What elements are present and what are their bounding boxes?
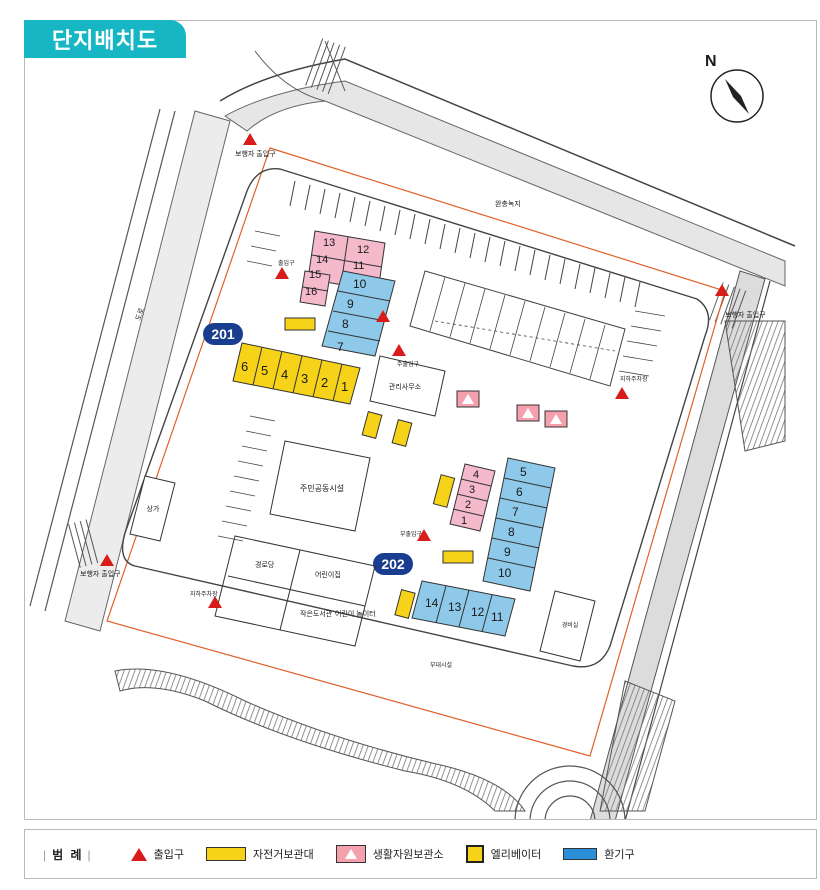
badge-201: 201: [203, 323, 243, 345]
svg-text:어린이 놀이터: 어린이 놀이터: [335, 609, 376, 618]
parking-top: [289, 180, 641, 308]
unit-201-y5: 5: [261, 363, 268, 378]
unit-202-p2: 2: [465, 499, 471, 511]
guard-house: 경비실: [539, 590, 596, 662]
label-entrance-left-top: 보행자 출입구: [235, 149, 276, 158]
bicycle-rack-icon: [206, 847, 247, 861]
building-201: 13 12 14 11 15 16 10 9 8 7 6 5 4 3: [232, 230, 396, 405]
label-underground-parking-right: 지하주차장: [620, 375, 648, 383]
svg-text:주민공동시설: 주민공동시설: [300, 483, 344, 493]
vent-icon: [563, 848, 598, 860]
unit-201-y3: 3: [301, 371, 308, 386]
site-map: 13 12 14 11 15 16 10 9 8 7 6 5 4 3: [29, 37, 796, 819]
label-entrance-right: 보행자 출입구: [725, 310, 766, 319]
entrance-markers: [100, 133, 729, 608]
svg-text:경비실: 경비실: [562, 621, 579, 629]
unit-202-12: 12: [471, 605, 485, 619]
map-title: 단지배치도: [24, 20, 186, 58]
unit-201-9: 9: [347, 297, 354, 311]
unit-202-13: 13: [448, 600, 462, 614]
unit-202-p1: 1: [461, 515, 467, 527]
elevator-icon: [465, 845, 484, 863]
site-plan-frame: 13 12 14 11 15 16 10 9 8 7 6 5 4 3: [24, 20, 817, 820]
label-main-entrance: 주출입구: [397, 360, 420, 368]
inner-road: [121, 167, 710, 668]
badge-202: 202: [373, 553, 413, 575]
legend-item-bicycle: 자전거보관대: [206, 846, 314, 862]
unit-201-y1: 1: [341, 379, 348, 394]
entrance-triangle-icon: [130, 847, 147, 861]
unit-201-8: 8: [342, 317, 349, 331]
unit-201-15: 15: [309, 269, 321, 281]
unit-201-y4: 4: [281, 367, 288, 382]
label-road-left: 도로: [134, 306, 146, 321]
unit-202-b7: 7: [512, 505, 519, 519]
svg-text:상가: 상가: [147, 504, 160, 513]
bicycle-racks: [284, 317, 474, 619]
legend-item-vent: 환기구: [563, 846, 635, 862]
unit-201-7: 7: [337, 340, 344, 354]
svg-text:어린이집: 어린이집: [315, 570, 341, 579]
unit-201-14: 14: [316, 254, 328, 266]
unit-202-b6: 6: [516, 485, 523, 499]
unit-201-16: 16: [305, 286, 317, 298]
unit-201-10: 10: [353, 277, 367, 291]
building-202: 4 3 2 1 5 6 7 8 9 10 14 13 12 11: [411, 457, 556, 637]
legend-item-elevator: 엘리베이터: [465, 845, 541, 863]
unit-201-11: 11: [353, 260, 364, 272]
legend-item-entrance: 출입구: [130, 846, 184, 862]
community-building: 주민공동시설 경로당 어린이집 작은도서관 어린이 놀이터: [214, 440, 376, 647]
legend-item-recycling: 생활자원보관소: [335, 845, 444, 863]
parking-left: [217, 230, 281, 542]
label-facility: 부대시설: [430, 661, 452, 669]
unit-201-12: 12: [357, 244, 369, 256]
unit-202-14: 14: [425, 596, 439, 610]
unit-201-13: 13: [323, 237, 335, 249]
unit-202-b5: 5: [520, 465, 527, 479]
label-green-top: 완충녹지: [495, 199, 521, 208]
legend-title: |범 례|: [43, 847, 93, 862]
svg-text:201: 201: [211, 326, 235, 342]
svg-text:작은도서관: 작은도서관: [300, 609, 333, 618]
svg-text:관리사무소: 관리사무소: [389, 382, 422, 391]
unit-202-p4: 4: [473, 469, 479, 481]
unit-202-b8: 8: [508, 525, 515, 539]
unit-202-11: 11: [491, 610, 504, 624]
unit-202-b9: 9: [504, 545, 511, 559]
north-arrow: N: [705, 53, 764, 123]
recycling-icon: [335, 845, 366, 863]
svg-text:경로당: 경로당: [255, 560, 275, 569]
label-underground-parking-left: 지하주차장: [190, 590, 218, 598]
shop-building: 상가: [129, 475, 176, 542]
label-entrance: 출입구: [278, 259, 295, 267]
north-label: N: [705, 53, 717, 70]
unit-201-y6: 6: [241, 359, 248, 374]
unit-201-y2: 2: [321, 375, 328, 390]
site-boundary: [106, 147, 726, 757]
surrounding-roads: [29, 37, 796, 819]
unit-202-b10: 10: [498, 566, 512, 580]
legend: |범 례| 출입구 자전거보관대 생활자원보관소 엘리베이터 환기구: [24, 829, 817, 879]
management-office: 관리사무소: [369, 355, 446, 417]
svg-text:202: 202: [381, 556, 405, 572]
label-entrance-left-bottom: 보행자 출입구: [80, 569, 121, 578]
unit-202-p3: 3: [469, 484, 475, 496]
parking-right: [409, 270, 666, 387]
label-sub-entrance: 부출입구: [400, 530, 423, 538]
recycling-stations: [456, 390, 568, 428]
